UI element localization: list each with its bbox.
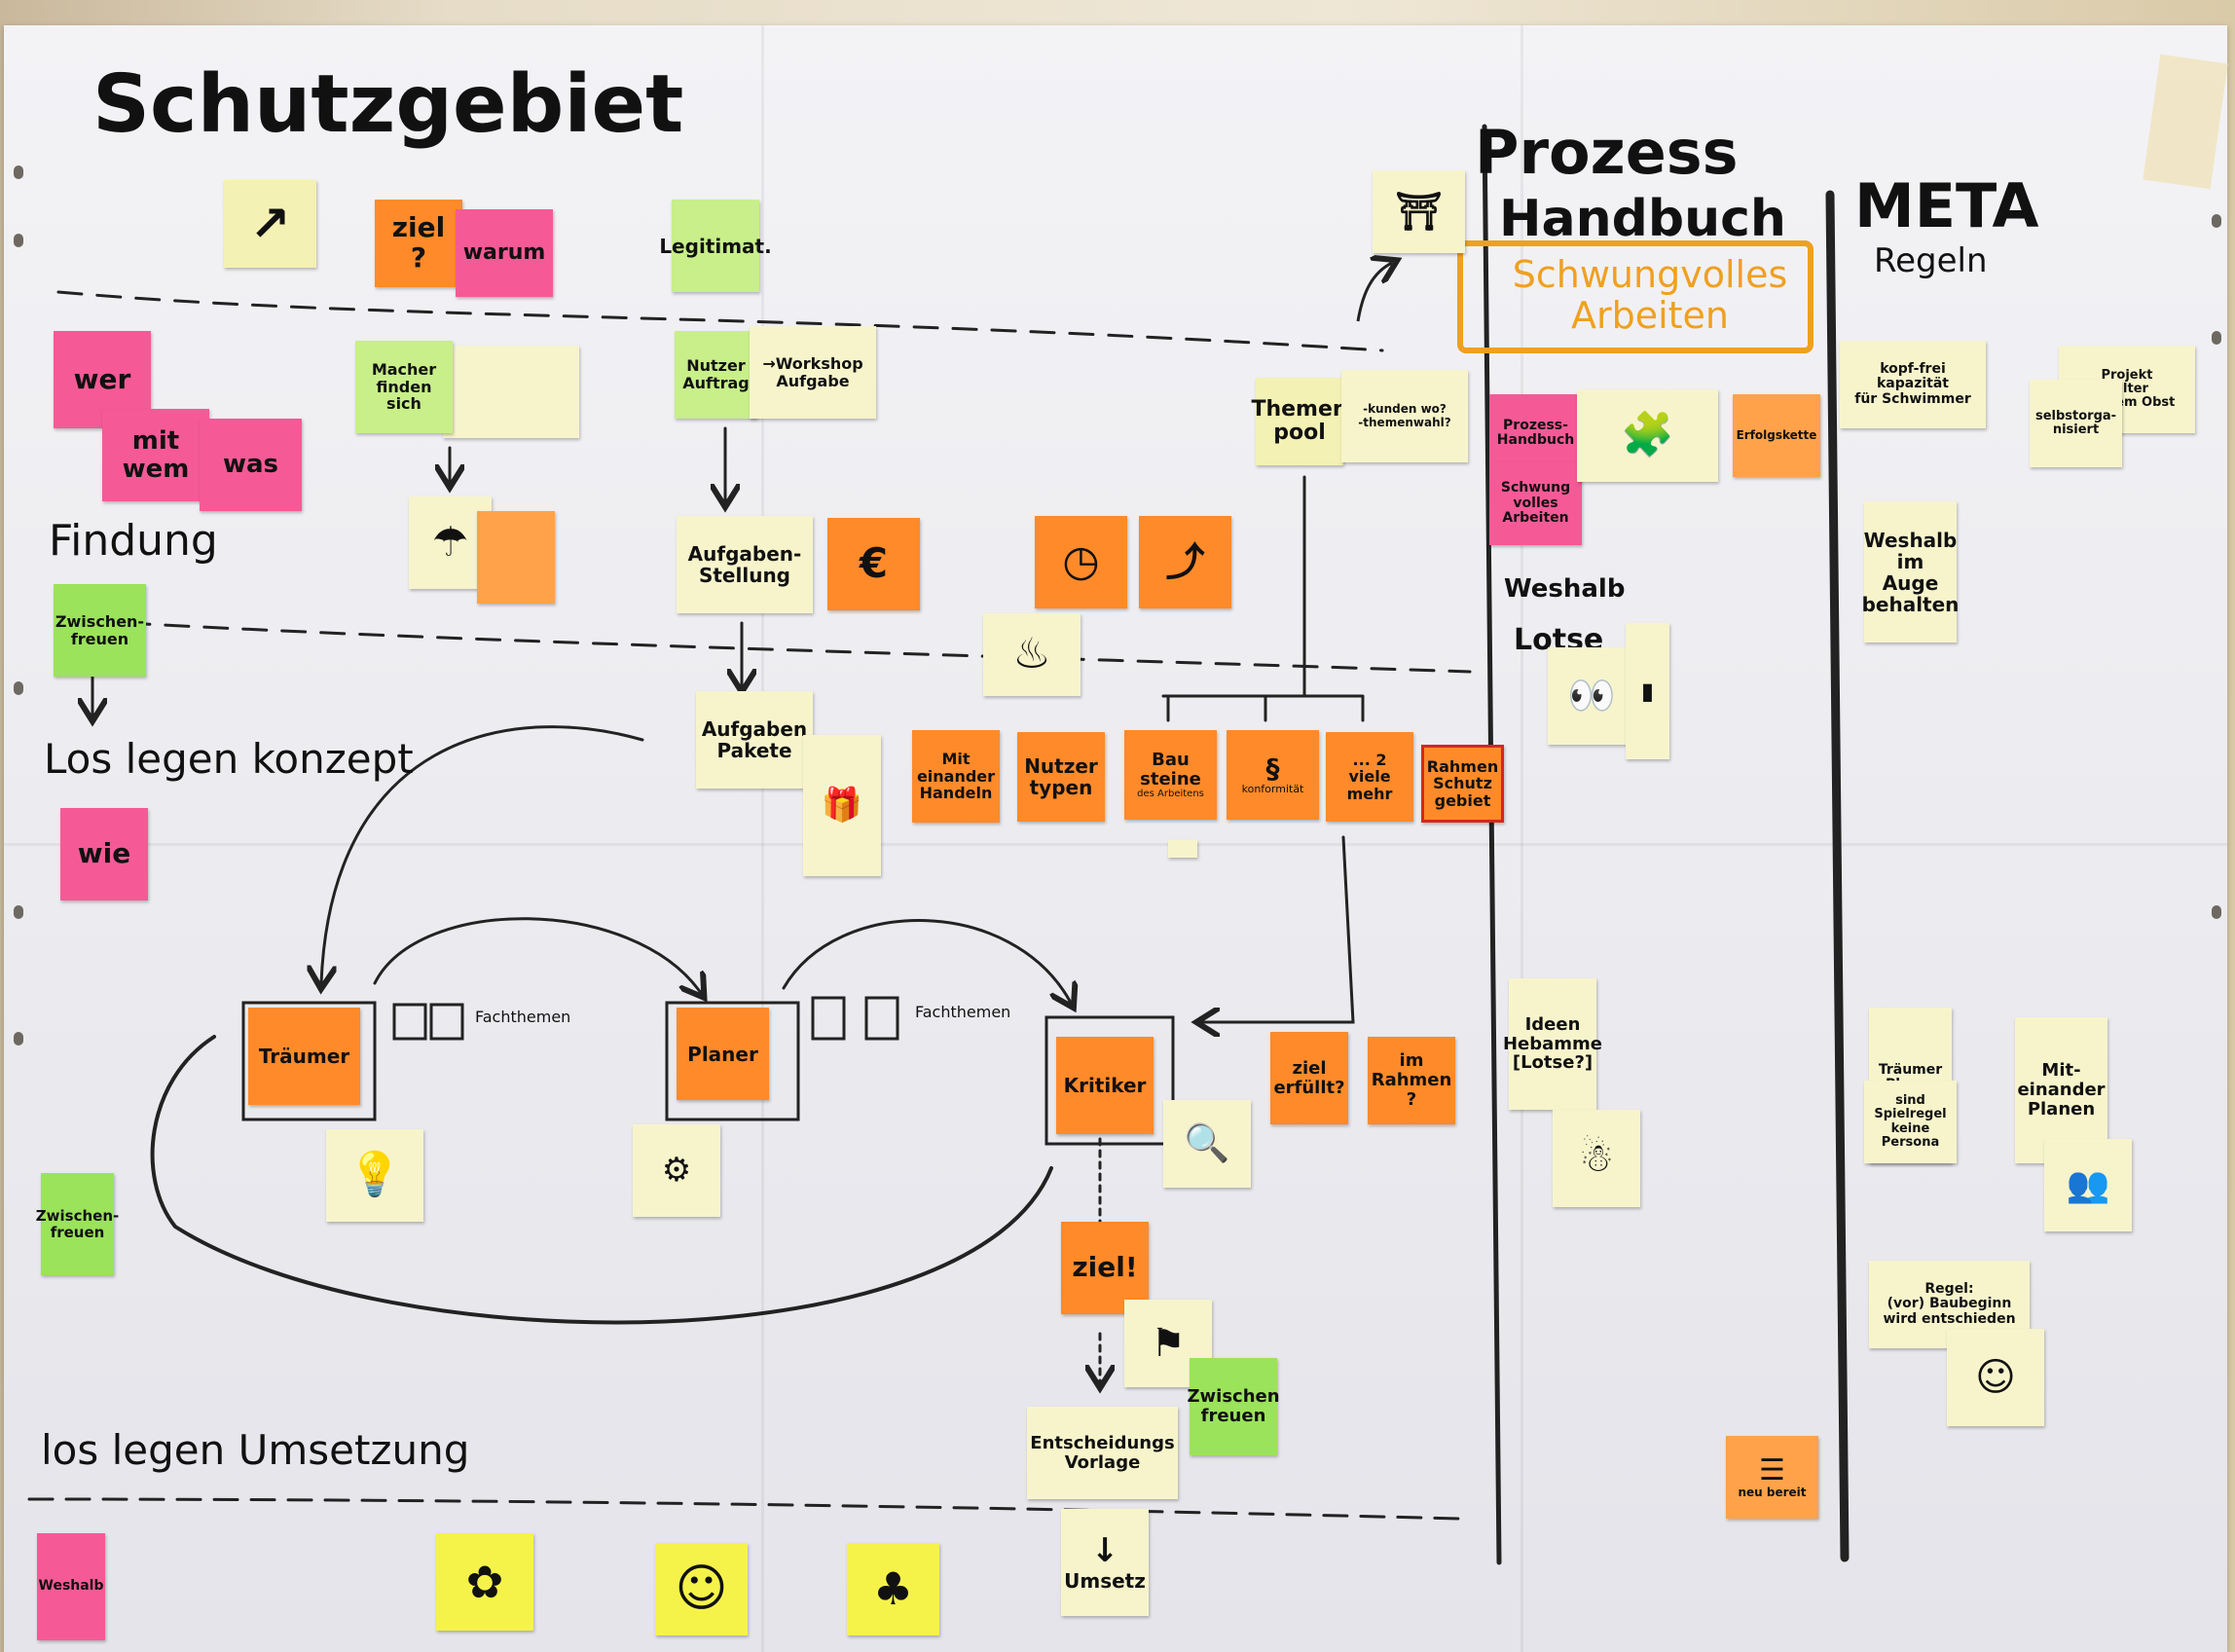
note-mit-einander-handeln: Mit einander Handeln <box>912 730 1000 823</box>
note-mit-wem: mit wem <box>102 409 209 501</box>
eyes-icon: 👀 <box>1548 647 1635 745</box>
schwung-heading: Schwungvolles Arbeiten <box>1512 253 1788 337</box>
punch-hole <box>14 905 23 919</box>
meta-title: META <box>1854 170 2039 241</box>
neu-bereit-label: neu bereit <box>1738 1486 1807 1500</box>
note-entscheidung: Entscheidungs Vorlage <box>1027 1407 1178 1499</box>
handbuch-title: Handbuch <box>1499 190 1786 248</box>
bau-steine-label: Bau steine <box>1140 749 1201 789</box>
note-themen-pool: Themen pool <box>1251 378 1348 465</box>
note-legitimat: Legitimat. <box>659 200 772 292</box>
bulb-icon: 💡 <box>326 1129 423 1222</box>
note-viele-mehr: ... 2 viele mehr <box>1326 732 1413 822</box>
findung-label: Findung <box>49 516 218 566</box>
note-themen-hint: -kunden wo? -themenwahl? <box>1341 370 1468 462</box>
prozess-title: Prozess <box>1475 117 1739 188</box>
small-note <box>1168 840 1197 858</box>
note-workshop: →Workshop Aufgabe <box>750 326 876 419</box>
note-zwischen-freuen-2: Zwischen- freuen <box>36 1173 119 1275</box>
konformitaet-sub: konformität <box>1241 783 1304 796</box>
arrow-up-icon: ↗ <box>224 180 316 268</box>
note-prozess-handbuch: Prozess- Handbuch <box>1489 394 1582 472</box>
note-warum: warum <box>456 209 553 297</box>
puzzle-icon: 🧩 <box>1577 389 1718 482</box>
fachthemen-label-2: Fachthemen <box>915 1003 1011 1021</box>
note-zwischen-freuen-3: Zwischen freuen <box>1187 1358 1280 1455</box>
punch-hole <box>14 1032 23 1046</box>
flag-icon: ⚑ <box>1124 1300 1212 1387</box>
gift-icon: 🎁 <box>803 735 881 876</box>
route-icon: ⤴ <box>1139 516 1231 608</box>
note-ziel: ziel ? <box>375 200 462 287</box>
magnifier-icon: 🔍 <box>1163 1100 1251 1188</box>
flowers-icon: ✿ <box>436 1533 533 1631</box>
los-legen-umsetzung-label: los legen Umsetzung <box>41 1426 470 1474</box>
people-icon: 👥 <box>2044 1139 2132 1231</box>
punch-hole <box>14 165 23 179</box>
clock-icon: ◷ <box>1035 516 1127 608</box>
note-aufgaben-pakete: Aufgaben Pakete <box>696 691 813 789</box>
person-icon: ☺ <box>1947 1329 2044 1426</box>
flipchart-paper <box>4 25 2227 1652</box>
bau-steine-sub: des Arbeitens <box>1137 789 1204 800</box>
note-weshalb-auge: Weshalb im Auge behalten <box>1862 501 1959 642</box>
punch-hole <box>2212 331 2221 345</box>
smiley-icon: ☺ <box>655 1543 748 1635</box>
punch-hole <box>14 234 23 247</box>
note-ziel-erfuellt: ziel erfüllt? <box>1270 1032 1348 1124</box>
note-rahmen: Rahmen Schutz gebiet <box>1421 745 1504 823</box>
swing-icon: ⛩ <box>1373 170 1465 253</box>
note-zwischen-freuen-1: Zwischen- freuen <box>54 584 146 677</box>
note-nutzer-auftrag: Nutzer Auftrag <box>675 331 757 419</box>
note-wie: wie <box>60 808 148 900</box>
note-selbstorganisiert: selbstorga- nisiert <box>2030 380 2122 467</box>
note-traeumer: Träumer <box>248 1008 360 1105</box>
note-nutzer-typen: Nutzer typen <box>1017 732 1105 822</box>
note-erfolgskette: Erfolgskette <box>1733 394 1820 477</box>
punch-hole <box>2212 905 2221 919</box>
blank-note <box>443 346 579 438</box>
note-weshalb-bottom: Weshalb <box>37 1533 105 1640</box>
note-neu-bereit: ☰ neu bereit <box>1726 1436 1818 1519</box>
punch-hole <box>14 681 23 695</box>
note-kritiker: Kritiker <box>1056 1037 1154 1134</box>
note-ziel-excl: ziel! <box>1061 1222 1149 1314</box>
note-was: was <box>200 419 302 511</box>
weshalb-lotse-label: Weshalb <box>1504 574 1626 604</box>
note-umsetz: ↓ Umsetz <box>1061 1509 1149 1616</box>
note-kopf-frei: kopf-frei kapazität für Schwimmer <box>1840 341 1986 428</box>
note-im-rahmen: im Rahmen ? <box>1368 1037 1455 1124</box>
note-schwung: Schwung volles Arbeiten <box>1489 462 1582 545</box>
pot-icon: ♨ <box>983 613 1081 696</box>
note-planer: Planer <box>677 1008 769 1100</box>
tree-icon: ♣ <box>847 1543 939 1635</box>
document-icon: ☰ <box>1759 1453 1785 1488</box>
los-legen-konzept-label: Los legen konzept <box>44 735 414 783</box>
page-title: Schutzgebiet <box>92 58 684 151</box>
note-ideen: Ideen Hebamme [Lotse?] <box>1503 978 1602 1110</box>
note-euro: € <box>827 518 920 610</box>
punch-hole <box>2212 214 2221 228</box>
umsetz-label: Umsetz <box>1064 1568 1146 1593</box>
paper-fold <box>4 843 2227 846</box>
robot-icon: ▮ <box>1626 623 1669 759</box>
note-bau-steine: Bau steine des Arbeitens <box>1124 730 1217 820</box>
flowchart-icon: ⚙ <box>633 1124 720 1217</box>
note-aufgaben-stellung: Aufgaben- Stellung <box>677 516 813 613</box>
note-konformitaet: § konformität <box>1227 730 1319 820</box>
regeln-label: Regeln <box>1874 241 1988 280</box>
fachthemen-label-1: Fachthemen <box>475 1008 571 1026</box>
paper-fold <box>1521 25 1523 1652</box>
note-spielregel: sind Spielregel keine Persona <box>1864 1081 1957 1163</box>
paragraph-icon: § <box>1265 752 1280 785</box>
arrow-down-icon: ↓ <box>1090 1531 1119 1571</box>
note-macher: Macher finden sich <box>355 341 453 433</box>
paper-fold <box>761 25 764 1652</box>
blank-orange-note <box>477 511 555 604</box>
people-icon: ☃ <box>1553 1110 1640 1207</box>
